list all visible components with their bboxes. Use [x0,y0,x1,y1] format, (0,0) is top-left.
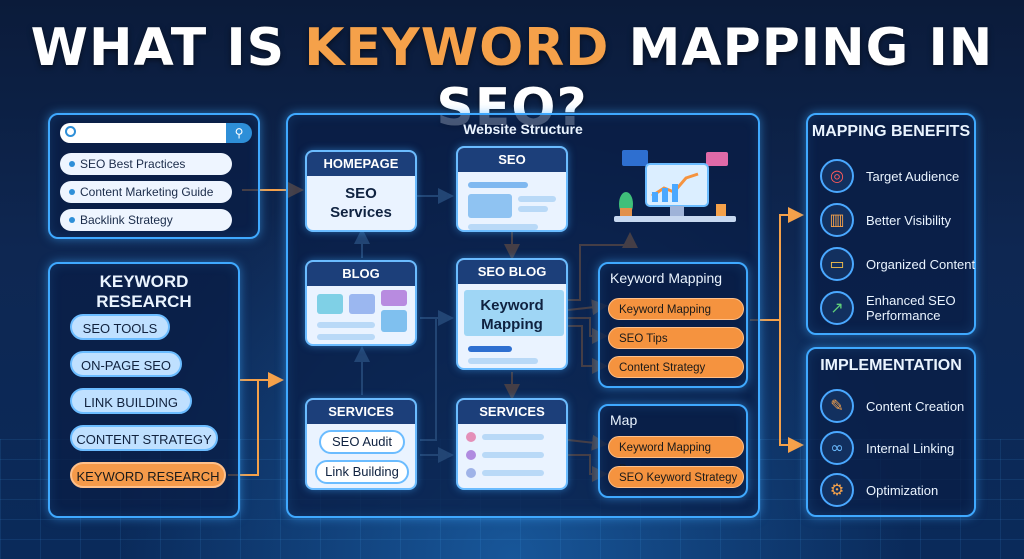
seo-blog-card[interactable]: SEO BLOG Keyword Mapping [456,258,568,370]
benefit-item: ↗ Enhanced SEO Performance [820,291,970,325]
keyword-research-item[interactable]: SEO TOOLS [70,314,170,340]
search-result-item[interactable]: Backlink Strategy [60,209,232,231]
blog-card[interactable]: BLOG [305,260,417,346]
target-icon: ◎ [820,159,854,193]
homepage-card-head: HOMEPAGE [307,152,415,176]
search-result-label: Content Marketing Guide [80,185,214,199]
map-panel: Map Keyword Mapping Process SEO Keyword … [598,404,748,498]
services-left-head: SERVICES [307,400,415,424]
bullet-icon [69,217,75,223]
title-highlight: KEYWORD [304,18,610,78]
keyword-research-item[interactable]: LINK BUILDING [70,388,192,414]
homepage-card[interactable]: HOMEPAGE SEO Services [305,150,417,232]
analytics-desk-illustration [612,148,738,232]
search-result-item[interactable]: Content Marketing Guide [60,181,232,203]
magnifier-icon: ⚲ [234,126,244,140]
link-icon: ∞ [820,431,854,465]
implementation-label: Content Creation [866,398,965,414]
benefit-label: Target Audience [866,168,960,184]
seo-card-head: SEO [458,148,566,172]
benefit-item: ▥ Better Visibility [820,203,970,237]
map-heading: Map [610,412,638,428]
keyword-mapping-highlight [464,290,564,336]
implementation-heading: IMPLEMENTATION [820,357,962,374]
search-panel: ⚲ SEO Best Practices Content Marketing G… [48,113,260,239]
seo-blog-card-head: SEO BLOG [458,260,566,284]
implementation-panel: IMPLEMENTATION ✎ Content Creation ∞ Inte… [806,347,976,517]
search-result-label: Backlink Strategy [80,213,173,227]
seo-card[interactable]: SEO [456,146,568,232]
search-result-label: SEO Best Practices [80,157,186,171]
folder-icon: ▭ [820,247,854,281]
pencil-icon: ✎ [820,389,854,423]
growth-chart-icon: ↗ [820,291,854,325]
implementation-label: Internal Linking [866,440,955,456]
service-item[interactable]: Link Building [315,460,409,484]
homepage-line-2: Services [330,204,392,221]
benefit-label: Better Visibility [866,212,952,228]
bullet-icon [69,161,75,167]
keyword-research-heading: KEYWORD RESEARCH [96,272,192,311]
website-structure-heading: Website Structure [463,121,583,137]
keyword-mapping-heading: Keyword Mapping [610,270,723,286]
bar-chart-icon: ▥ [820,203,854,237]
benefit-label: Enhanced SEO Performance [866,293,956,323]
map-item[interactable]: SEO Keyword Strategy [608,466,744,488]
mapping-benefits-panel: MAPPING BENEFITS ◎ Target Audience ▥ Bet… [806,113,976,335]
title-part-1: WHAT IS [30,18,305,78]
keyword-mapping-item[interactable]: Keyword Mapping Process [608,298,744,338]
blog-card-head: BLOG [307,262,415,286]
benefit-item: ▭ Organized Content [820,247,975,281]
mapping-benefits-heading: MAPPING BENEFITS [811,123,971,140]
search-button[interactable]: ⚲ [226,123,252,143]
implementation-item: ⚙ Optimization [820,473,970,507]
keyword-research-item[interactable]: ON-PAGE SEO [70,351,182,377]
keyword-research-item[interactable]: CONTENT STRATEGY [70,425,218,451]
seo-blog-line-2: Mapping [481,316,543,333]
benefit-label: Organized Content [866,256,976,272]
keyword-mapping-item[interactable]: SEO Tips [608,327,744,349]
services-right-head: SERVICES [458,400,566,424]
implementation-label: Optimization [866,482,939,498]
implementation-item: ∞ Internal Linking [820,431,970,465]
homepage-line-1: SEO [345,185,377,202]
keyword-research-item-active[interactable]: KEYWORD RESEARCH [70,462,226,488]
keyword-mapping-item[interactable]: Content Strategy [608,356,744,378]
seo-blog-line-1: Keyword [480,297,544,314]
search-input[interactable] [60,123,248,143]
benefit-item: ◎ Target Audience [820,159,970,193]
services-card-right[interactable]: SERVICES [456,398,568,490]
services-card-left[interactable]: SERVICES SEO Audit Link Building [305,398,417,490]
search-result-item[interactable]: SEO Best Practices [60,153,232,175]
search-icon [65,126,76,137]
map-item[interactable]: Keyword Mapping Process [608,436,744,476]
keyword-mapping-panel: Keyword Mapping Keyword Mapping Process … [598,262,748,388]
keyword-research-panel: KEYWORD RESEARCH SEO TOOLS ON-PAGE SEO L… [48,262,240,518]
service-item[interactable]: SEO Audit [319,430,405,454]
implementation-item: ✎ Content Creation [820,389,970,423]
bullet-icon [69,189,75,195]
gear-icon: ⚙ [820,473,854,507]
